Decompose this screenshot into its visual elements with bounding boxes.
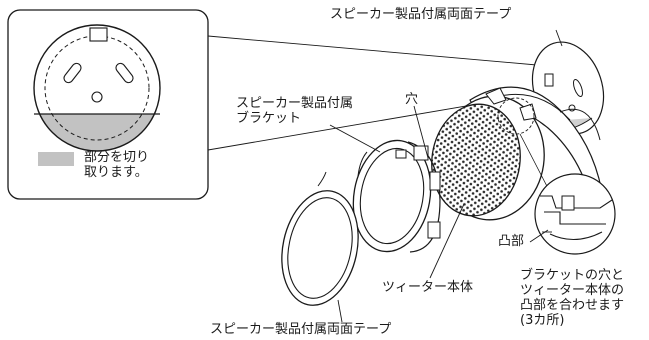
label-bracket: スピーカー製品付属 ブラケット: [236, 96, 353, 126]
label-tape-top: スピーカー製品付属両面テープ: [330, 7, 512, 22]
tape-ring-lower: [281, 171, 359, 306]
label-bracket-line1: スピーカー製品付属: [236, 96, 354, 111]
detail-magnifier: [519, 133, 616, 255]
label-align-note-line3: 凸部を合わせます: [520, 298, 625, 313]
label-cut-note-line1: 部分を切り: [84, 150, 150, 165]
label-cut-note-line2: 取ります。: [84, 165, 148, 180]
label-hole: 穴: [405, 92, 419, 107]
label-align-note-line2: ツィーター本体の: [520, 283, 625, 298]
bracket-ring: [352, 139, 441, 253]
label-align-note-line4: (3カ所): [520, 313, 565, 328]
label-bracket-line2: ブラケット: [236, 111, 302, 126]
label-align-note-line1: ブラケットの穴と: [520, 268, 625, 283]
label-cut-note: 部分を切り 取ります。: [84, 150, 149, 180]
label-tweeter: ツィーター本体: [382, 280, 474, 295]
label-leaders: [329, 105, 549, 323]
tweeter-body: [431, 86, 606, 221]
label-convex: 凸部: [498, 234, 525, 249]
inset-callout: [7, 9, 209, 200]
label-tape-bottom: スピーカー製品付属両面テープ: [210, 322, 392, 337]
cut-area-swatch: [38, 152, 74, 166]
label-align-note: ブラケットの穴と ツィーター本体の 凸部を合わせます (3カ所): [520, 268, 624, 328]
